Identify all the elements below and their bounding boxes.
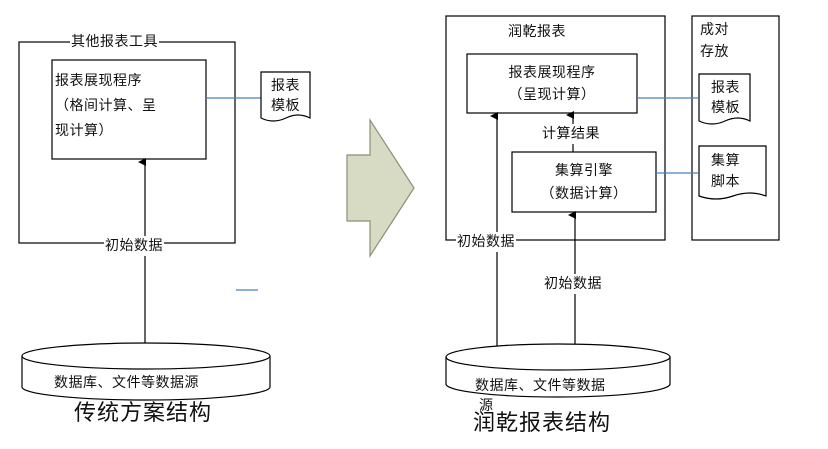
right-template-doc-shape [698, 73, 751, 125]
storage-title-line-2: 存放 [700, 44, 729, 60]
right-template-doc-line-2: 模板 [711, 100, 740, 116]
left-arrow-label: 初始数据 [104, 236, 164, 256]
right-engine-line-2: （数据计算） [540, 186, 628, 202]
left-inner-line-3: 现计算） [55, 123, 113, 139]
left-inner-box [51, 59, 207, 160]
transition-arrow [346, 117, 415, 259]
left-box-title: 其他报表工具 [70, 32, 159, 52]
storage-title-line-1: 成对 [700, 22, 729, 38]
left-inner-line-2: （格间计算、呈 [55, 98, 157, 114]
result-label: 计算结果 [541, 124, 601, 144]
storage-box [691, 15, 780, 241]
left-template-doc-shape [260, 71, 311, 122]
left-doc-line-2: 模板 [271, 98, 300, 114]
right-db-label-line-1: 数据库、文件等数据 [475, 378, 606, 394]
left-db-label: 数据库、文件等数据源 [54, 375, 199, 391]
right-outer-arrow-label: 初始数据 [456, 232, 516, 252]
left-database-cylinder [21, 342, 271, 401]
right-db-label-line-2: 源 [479, 398, 494, 414]
right-inner-arrow-label: 初始数据 [543, 274, 603, 294]
right-box-title: 润乾报表 [508, 24, 566, 40]
right-script-doc-line-1: 集算 [711, 153, 740, 169]
right-presentation-line-1: 报表展现程序 [508, 65, 596, 81]
right-template-doc-line-1: 报表 [711, 80, 740, 96]
right-presentation-box [466, 53, 638, 114]
right-engine-box [511, 151, 657, 213]
right-script-doc-shape [698, 145, 767, 200]
right-engine-line-1: 集算引擎 [555, 163, 613, 179]
left-doc-line-1: 报表 [271, 78, 300, 94]
left-caption: 传统方案结构 [74, 401, 213, 426]
right-database-cylinder [445, 343, 671, 398]
right-caption: 润乾报表结构 [473, 411, 612, 436]
right-presentation-line-2: （呈现计算） [508, 87, 596, 103]
left-inner-line-1: 报表展现程序 [55, 73, 142, 89]
right-script-doc-line-2: 脚本 [711, 174, 740, 190]
